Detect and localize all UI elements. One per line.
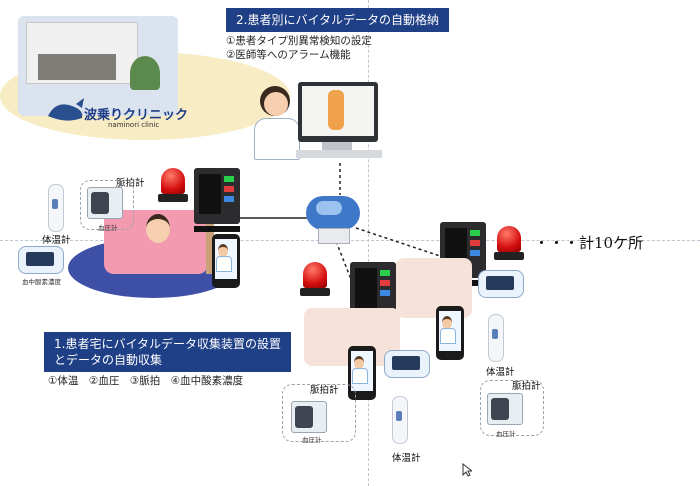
horizontal-divider (0, 240, 700, 241)
clinic-photo (18, 16, 178, 116)
thermometer-center-icon (392, 396, 408, 444)
bp-monitor-right-icon (487, 393, 523, 425)
vertical-divider (368, 0, 369, 486)
section1-items: ①体温 ②血圧 ③脈拍 ④血中酸素濃度 (48, 375, 244, 387)
thermometer-icon (48, 184, 64, 232)
bp-label-right: 血圧計 (496, 430, 516, 438)
alarm-lamp-right-icon (494, 226, 524, 260)
palm-tree (130, 56, 160, 90)
alarm-lamp-center-icon (300, 262, 330, 296)
alarm-lamp-icon (158, 168, 188, 202)
oximeter-icon (18, 246, 64, 274)
thermometer-right-icon (488, 314, 504, 362)
section2-item-1: ①患者タイプ別異常検知の設定 (226, 35, 372, 47)
thermo-label-right: 体温計 (486, 367, 515, 378)
pulse-label-center: 脈拍計 (310, 385, 339, 396)
vital-collector-device (194, 168, 240, 232)
section1-title: 1.患者宅にバイタルデータ収集装置の設置 とデータの自動収集 (44, 332, 291, 372)
mouse-cursor-icon (462, 462, 474, 481)
smartphone-center (348, 346, 376, 400)
smartphone-right (436, 306, 464, 360)
pulse-label-right: 脈拍計 (512, 381, 541, 392)
bp-label-home: 血圧計 (98, 224, 118, 232)
oximeter-label-home: 血中酸素濃度 (22, 278, 61, 286)
bp-label-center: 血圧計 (302, 436, 322, 444)
pulse-bp-box-home (80, 180, 134, 230)
oximeter-center-icon (384, 350, 430, 378)
pulse-bp-box-right (480, 380, 544, 436)
vitals-monitor (298, 82, 378, 142)
clinic-name-en: naminori clinic (108, 121, 160, 129)
doctor-figure (250, 82, 302, 160)
oximeter-right-icon (478, 270, 524, 298)
pulse-bp-box-center (282, 384, 356, 442)
cloud-icon (306, 196, 360, 230)
section2-item-2: ②医師等へのアラーム機能 (226, 49, 351, 61)
bp-monitor-icon (87, 187, 123, 219)
thermo-label-home: 体温計 (42, 235, 71, 246)
bp-monitor-center-icon (291, 401, 327, 433)
smartphone-doctor (212, 234, 240, 288)
section2-title: 2.患者別にバイタルデータの自動格納 (226, 8, 449, 32)
thermo-label-center: 体温計 (392, 453, 421, 464)
whale-logo-icon (46, 98, 86, 124)
bed (104, 210, 208, 274)
clinic-name: 波乗りクリニック (84, 108, 189, 123)
total-locations: ・・・計10ケ所 (534, 234, 644, 252)
server-rack-icon (318, 228, 350, 244)
